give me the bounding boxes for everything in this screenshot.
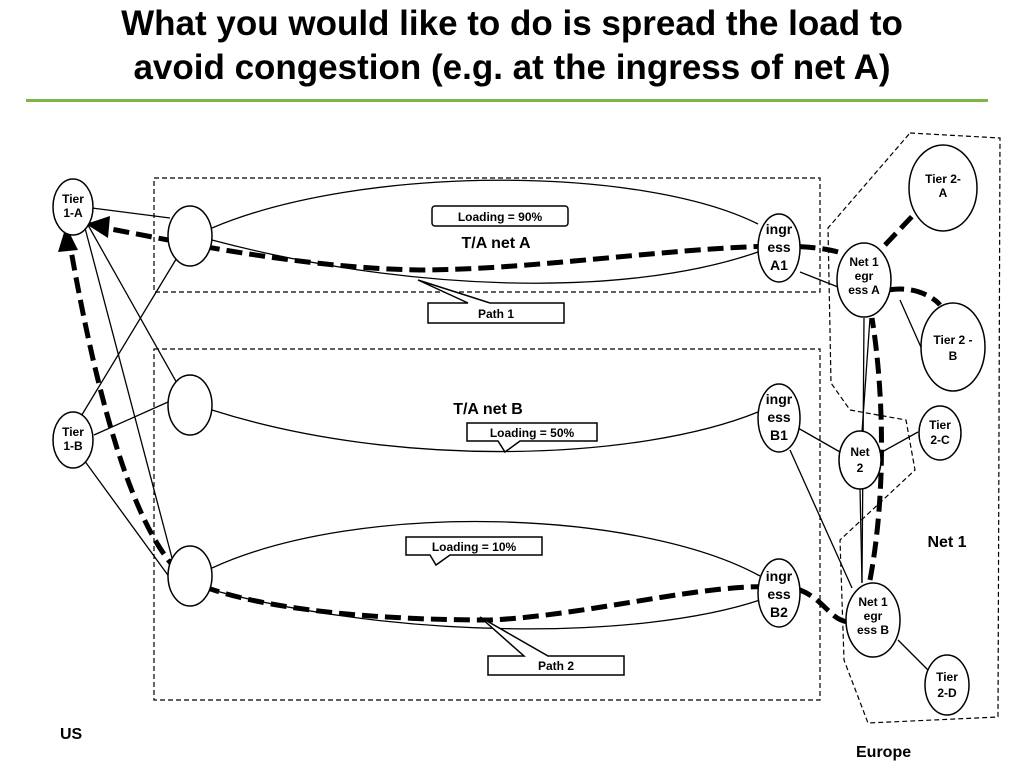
link-egressB-tier2d	[897, 639, 931, 673]
ta-net-a-box	[153, 177, 821, 293]
tier2c-node[interactable]	[918, 405, 962, 461]
net1egressA-node[interactable]	[836, 242, 892, 318]
title-line-2: avoid congestion (e.g. at the ingress of…	[133, 48, 891, 87]
tier1a-node[interactable]	[52, 178, 94, 236]
path-2-text: Path 2	[538, 659, 574, 673]
link-t1a-r3	[87, 224, 179, 386]
link-net2-egressB	[859, 487, 863, 584]
path-egressB-egressA	[867, 317, 885, 581]
net2-node[interactable]	[838, 430, 882, 490]
router-na-west[interactable]	[167, 205, 213, 267]
path-1-text: Path 1	[478, 307, 514, 321]
ingressB1-node[interactable]	[757, 383, 801, 453]
net1-region-outline	[827, 132, 1001, 724]
path-2-callout: Path 2	[479, 616, 625, 676]
link-egressA-net2	[861, 317, 871, 433]
link-b1-egressB	[789, 449, 853, 589]
link-net2-tier2c	[881, 431, 919, 453]
title-underline	[26, 99, 988, 102]
region-europe-label: Europe	[856, 744, 912, 761]
tier2b-node[interactable]	[920, 302, 986, 392]
link-r4-b2-lower	[211, 589, 761, 630]
tier2b-label: Tier 2 -B	[933, 333, 972, 363]
link-b1-net2	[797, 427, 841, 453]
net1-label: Net 1	[927, 534, 966, 551]
link-t1b-r1	[79, 255, 179, 419]
slide-title: What you would like to do is spread the …	[0, 2, 1024, 90]
router-nc-west[interactable]	[167, 545, 213, 607]
link-t1a-r4	[84, 227, 173, 559]
title-line-1: What you would like to do is spread the …	[121, 4, 903, 43]
loading-b-callout: Loading = 50%	[466, 422, 598, 454]
link-t1b-r4	[83, 459, 171, 579]
link-a1-egressA	[799, 271, 839, 288]
path-egressA-tier2b	[887, 286, 942, 307]
ta-net-b-label: T/A net B	[453, 401, 523, 418]
tier1b-node[interactable]	[52, 411, 94, 469]
loading-c-text: Loading = 10%	[432, 540, 517, 554]
loading-c-callout: Loading = 10%	[405, 536, 543, 567]
tier2d-node[interactable]	[924, 654, 970, 716]
tier2a-node[interactable]	[908, 144, 978, 232]
ta-net-a-label: T/A net A	[461, 235, 530, 252]
link-r3-b1	[211, 409, 759, 453]
tier2a-label: Tier 2-A	[925, 172, 961, 200]
link-t1b-r3	[93, 401, 169, 436]
link-r1-a1-upper	[211, 179, 759, 229]
loading-b-text: Loading = 50%	[490, 426, 575, 440]
link-r1-a1-lower	[211, 239, 759, 284]
ingressB2-node[interactable]	[757, 558, 801, 628]
path-1-callout: Path 1	[417, 279, 565, 324]
ta-net-b-box	[153, 348, 821, 701]
links	[79, 179, 933, 673]
router-nb-west[interactable]	[167, 374, 213, 436]
net1egressB-node[interactable]	[845, 582, 901, 658]
path-arrowhead-2	[58, 226, 78, 252]
ingressA1-node[interactable]	[757, 213, 801, 283]
link-r4-b2-upper	[211, 520, 761, 577]
loading-a-callout: Loading = 90%	[431, 205, 569, 227]
link-t1a-r1	[91, 207, 171, 219]
region-us-label: US	[60, 726, 83, 743]
loading-a-text: Loading = 90%	[458, 210, 543, 224]
path-arrowhead	[86, 216, 110, 238]
path-egressA-tier2a	[883, 206, 922, 247]
nodes	[52, 144, 986, 716]
